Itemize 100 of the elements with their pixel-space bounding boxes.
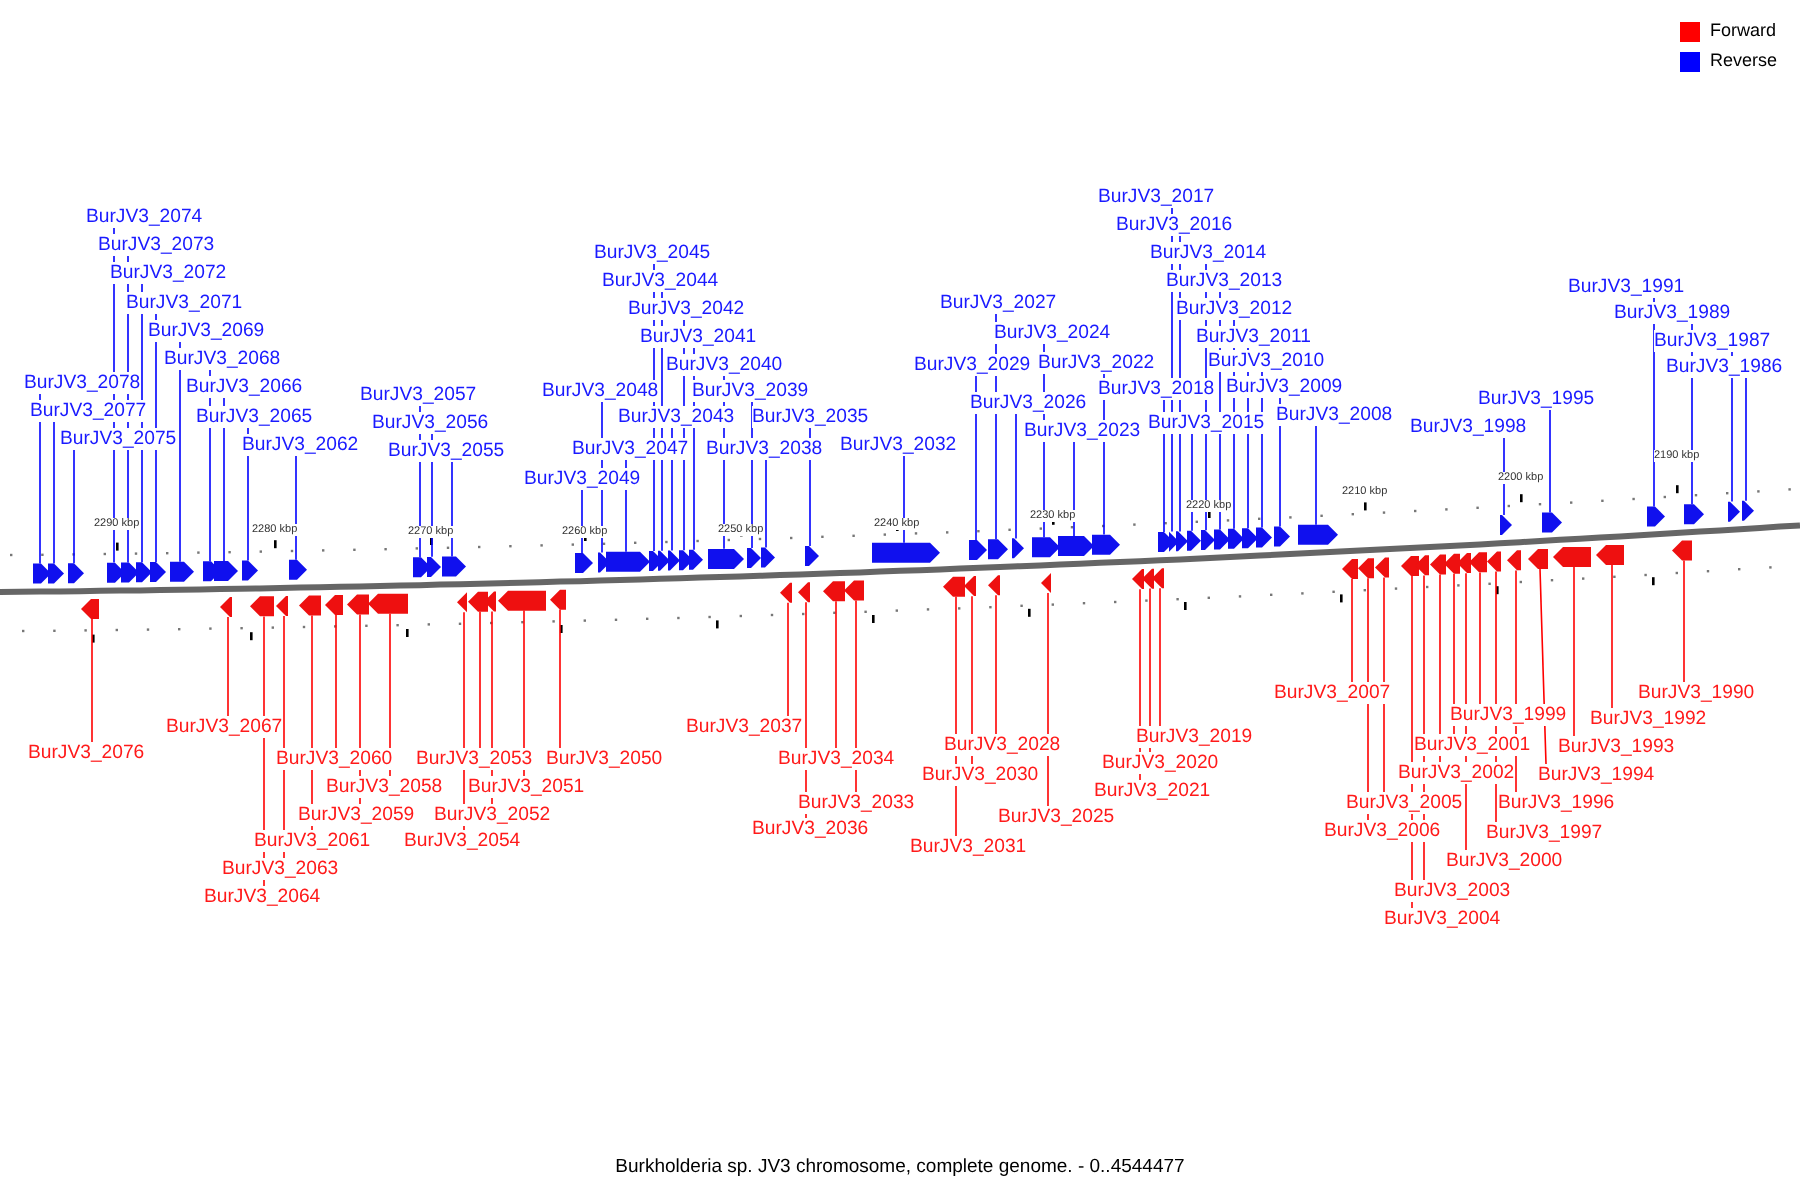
gene-label: BurJV3_2066 bbox=[186, 376, 303, 398]
gene-label: BurJV3_1997 bbox=[1486, 822, 1603, 844]
gene-label: BurJV3_2004 bbox=[1384, 908, 1501, 930]
gene-label: BurJV3_2013 bbox=[1166, 270, 1283, 292]
gene-label: BurJV3_2011 bbox=[1196, 326, 1311, 348]
gene-label: BurJV3_2008 bbox=[1276, 404, 1393, 426]
gene-label: BurJV3_2018 bbox=[1098, 378, 1215, 400]
leader-line bbox=[995, 594, 997, 735]
gene-feature bbox=[1375, 557, 1389, 578]
leader-line bbox=[39, 393, 41, 565]
gene-label: BurJV3_2072 bbox=[110, 262, 227, 284]
gene-feature bbox=[780, 582, 792, 603]
gene-feature bbox=[1214, 529, 1230, 550]
leader-line bbox=[295, 455, 297, 561]
gene-label: BurJV3_2037 bbox=[686, 716, 803, 738]
leader-line bbox=[903, 455, 905, 544]
gene-feature bbox=[427, 556, 441, 577]
gene-feature bbox=[214, 561, 238, 581]
gene-feature bbox=[170, 561, 194, 582]
gene-feature bbox=[1528, 549, 1548, 570]
gene-label: BurJV3_1994 bbox=[1538, 764, 1655, 786]
leader-line bbox=[1503, 437, 1505, 516]
gene-label: BurJV3_2039 bbox=[692, 380, 809, 402]
gene-feature bbox=[679, 550, 693, 571]
gene-label: BurJV3_2006 bbox=[1324, 820, 1441, 842]
gene-feature bbox=[1647, 506, 1665, 527]
gene-feature bbox=[1274, 526, 1290, 547]
leader-line bbox=[73, 449, 75, 564]
leader-line bbox=[1315, 425, 1317, 526]
leader-line bbox=[1611, 564, 1613, 709]
leader-line bbox=[227, 616, 229, 717]
gene-label: BurJV3_2032 bbox=[840, 434, 957, 456]
gene-label: BurJV3_1993 bbox=[1558, 736, 1675, 758]
leader-line bbox=[1683, 559, 1685, 683]
gene-label: BurJV3_2038 bbox=[706, 438, 823, 460]
gene-label: BurJV3_2061 bbox=[254, 830, 371, 852]
gene-feature bbox=[68, 563, 84, 584]
gene-label: BurJV3_1991 bbox=[1568, 276, 1685, 298]
leader-line bbox=[787, 602, 789, 717]
gene-label: BurJV3_2056 bbox=[372, 412, 489, 434]
gene-label: BurJV3_2049 bbox=[524, 468, 641, 490]
gene-label: BurJV3_2047 bbox=[572, 438, 689, 460]
gene-label: BurJV3_2057 bbox=[360, 384, 477, 406]
gene-feature bbox=[1012, 538, 1024, 559]
gene-label: BurJV3_2069 bbox=[148, 320, 265, 342]
gene-label: BurJV3_2067 bbox=[166, 716, 283, 738]
leader-line bbox=[53, 421, 55, 565]
gene-feature bbox=[1742, 500, 1754, 521]
gene-feature bbox=[413, 557, 431, 578]
gene-label: BurJV3_2000 bbox=[1446, 850, 1563, 872]
legend-label: Reverse bbox=[1710, 50, 1778, 72]
gene-label: BurJV3_2077 bbox=[30, 400, 147, 422]
gene-feature bbox=[33, 563, 51, 584]
leader-line bbox=[1159, 587, 1161, 727]
gene-feature bbox=[1092, 534, 1120, 555]
gene-label: BurJV3_1999 bbox=[1450, 704, 1567, 726]
gene-label: BurJV3_2051 bbox=[468, 776, 585, 798]
leader-line bbox=[1047, 592, 1049, 807]
gene-label: BurJV3_2060 bbox=[276, 748, 393, 770]
gene-feature bbox=[1672, 540, 1692, 561]
gene-feature bbox=[1132, 569, 1144, 590]
gene-feature bbox=[136, 562, 152, 583]
gene-label: BurJV3_2014 bbox=[1150, 242, 1267, 264]
gene-label: BurJV3_2043 bbox=[618, 406, 735, 428]
gene-feature bbox=[1469, 552, 1487, 573]
gene-label: BurJV3_2055 bbox=[388, 440, 505, 462]
gene-feature bbox=[1176, 531, 1188, 552]
gene-feature bbox=[658, 550, 670, 571]
gene-feature bbox=[689, 549, 703, 570]
leader-line bbox=[1539, 568, 1547, 765]
gene-feature bbox=[1457, 553, 1471, 574]
leader-line bbox=[1573, 566, 1575, 737]
gene-feature bbox=[1298, 524, 1338, 545]
leader-line bbox=[1015, 413, 1017, 540]
gene-label: BurJV3_2029 bbox=[914, 354, 1031, 376]
gene-label: BurJV3_2036 bbox=[752, 818, 869, 840]
gene-label: BurJV3_2017 bbox=[1098, 186, 1215, 208]
gene-label: BurJV3_2050 bbox=[546, 748, 663, 770]
gene-feature bbox=[1430, 554, 1446, 575]
gene-feature bbox=[969, 539, 987, 560]
gene-label: BurJV3_2078 bbox=[24, 372, 141, 394]
gene-feature bbox=[575, 553, 593, 574]
gene-label: BurJV3_2052 bbox=[434, 804, 551, 826]
gene-label: BurJV3_2042 bbox=[628, 298, 745, 320]
gene-feature bbox=[368, 593, 408, 614]
leader-line bbox=[835, 600, 837, 749]
leader-line bbox=[581, 489, 583, 554]
gene-feature bbox=[988, 575, 1000, 596]
gene-label: BurJV3_2075 bbox=[60, 428, 177, 450]
gene-feature bbox=[121, 562, 139, 583]
gene-label: BurJV3_2053 bbox=[416, 748, 533, 770]
leader-line bbox=[1383, 576, 1385, 793]
leader-line bbox=[1653, 297, 1655, 508]
gene-feature bbox=[1169, 531, 1179, 552]
leader-line bbox=[1549, 409, 1551, 514]
gene-label: BurJV3_2071 bbox=[126, 292, 243, 314]
gene-feature bbox=[1401, 555, 1419, 576]
gene-feature bbox=[1553, 547, 1591, 568]
gene-feature bbox=[1358, 558, 1374, 579]
gene-feature bbox=[299, 595, 321, 616]
